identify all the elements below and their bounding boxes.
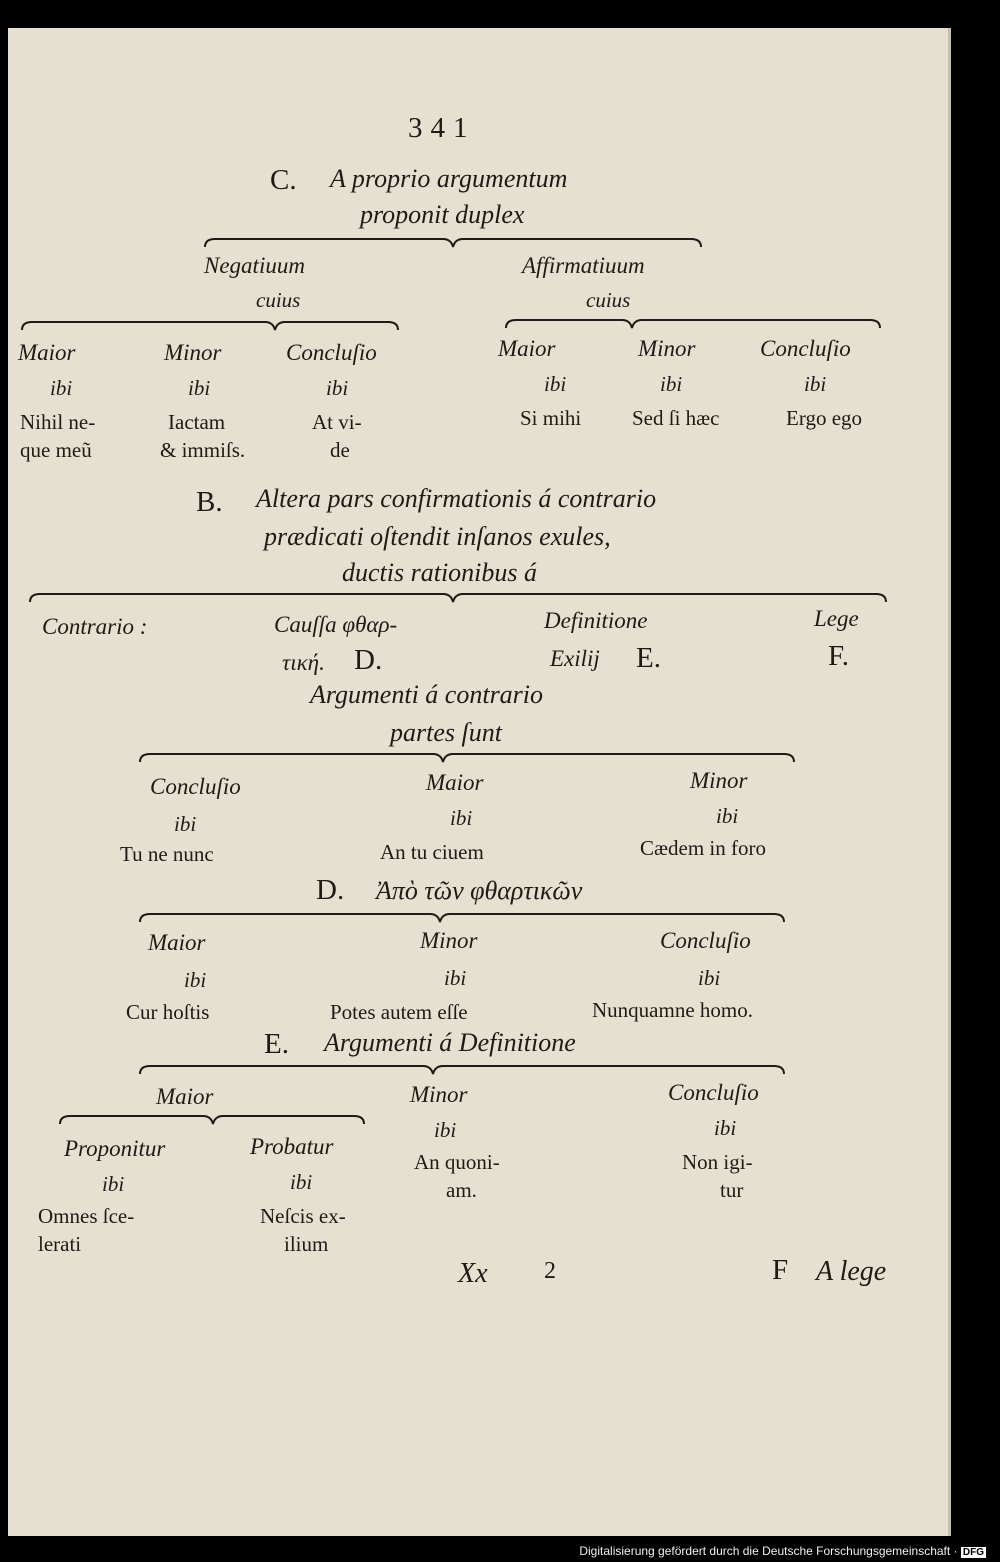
- d-maior-text: Cur hoſtis: [126, 1000, 210, 1024]
- e-conclusio-text-1: Non igi-: [682, 1150, 753, 1174]
- e-proponitur-text-2: lerati: [38, 1232, 82, 1256]
- section-c-heading-line1: A proprio argumentum: [330, 164, 568, 193]
- arg-contrario-line1: Argumenti á contrario: [310, 680, 544, 709]
- digitization-credit: Digitalisierung gefördert durch die Deut…: [579, 1544, 986, 1558]
- section-letter-b: B.: [196, 486, 223, 518]
- b-lege-letter: F.: [828, 640, 850, 672]
- negativum-title: Negatiuum: [204, 253, 305, 278]
- negativum-brace: [21, 321, 399, 331]
- negativum-conclusio-label: Concluſio: [286, 340, 377, 365]
- e-conclusio-ibi: ibi: [714, 1116, 737, 1140]
- affirmativum-cuius: cuius: [586, 288, 631, 312]
- arg-contrario-conclusio-label: Concluſio: [150, 774, 241, 799]
- section-b-brace: [29, 593, 887, 603]
- affirmativum-minor-ibi: ibi: [660, 372, 683, 396]
- arg-contrario-maior-label: Maior: [426, 770, 484, 795]
- b-lege-line1: Lege: [814, 606, 859, 631]
- negativum-maior-text-2: que meũ: [20, 438, 92, 462]
- affirmativum-title: Affirmatiuum: [522, 253, 645, 278]
- arg-contrario-minor-ibi: ibi: [716, 804, 739, 828]
- negativum-minor-ibi: ibi: [188, 376, 211, 400]
- d-conclusio-ibi: ibi: [698, 966, 721, 990]
- catchword-letter: F: [772, 1254, 789, 1286]
- d-minor-label: Minor: [420, 928, 478, 953]
- e-minor-label: Minor: [410, 1082, 468, 1107]
- negativum-maior-text-1: Nihil ne-: [20, 410, 96, 434]
- negativum-minor-text-2: & immiſs.: [160, 438, 246, 462]
- e-conclusio-label: Concluſio: [668, 1080, 759, 1105]
- arg-contrario-brace: [139, 753, 795, 763]
- arg-contrario-minor-label: Minor: [690, 768, 748, 793]
- section-d-heading: Ἀπὸ τῶν φθαρτικῶν: [376, 876, 583, 905]
- section-e-brace: [139, 1065, 785, 1075]
- signature-number: 2: [544, 1258, 556, 1284]
- d-minor-text: Potes autem eſſe: [330, 1000, 468, 1024]
- catchword: A lege: [816, 1256, 887, 1287]
- e-proponitur-text-1: Omnes ſce-: [38, 1204, 135, 1228]
- b-caussa-line2: τική.: [282, 650, 325, 675]
- e-proponitur-label: Proponitur: [64, 1136, 166, 1161]
- affirmativum-minor-label: Minor: [638, 336, 696, 361]
- section-d-brace: [139, 913, 785, 923]
- b-definitione-line1: Definitione: [544, 608, 648, 633]
- d-conclusio-label: Concluſio: [660, 928, 751, 953]
- affirmativum-brace: [505, 319, 881, 329]
- b-definitione-line2: Exilij: [550, 646, 600, 671]
- e-probatur-label: Probatur: [250, 1134, 334, 1159]
- e-proponitur-ibi: ibi: [102, 1172, 125, 1196]
- arg-contrario-conclusio-ibi: ibi: [174, 812, 197, 836]
- signature-mark: Xx: [458, 1258, 488, 1289]
- e-maior-label: Maior: [156, 1084, 214, 1109]
- d-minor-ibi: ibi: [444, 966, 467, 990]
- dfg-logo: DFG: [960, 1547, 986, 1558]
- negativum-maior-label: Maior: [18, 340, 76, 365]
- affirmativum-maior-ibi: ibi: [544, 372, 567, 396]
- e-probatur-text-1: Neſcis ex-: [260, 1204, 346, 1228]
- negativum-minor-text-1: Iactam: [168, 410, 226, 434]
- affirmativum-conclusio-label: Concluſio: [760, 336, 851, 361]
- e-maior-brace: [59, 1115, 365, 1125]
- negativum-conclusio-text-2: de: [330, 438, 350, 462]
- arg-contrario-line2: partes ſunt: [390, 718, 502, 747]
- negativum-minor-label: Minor: [164, 340, 222, 365]
- section-b-line1: Altera pars confirmationis á contrario: [256, 484, 657, 513]
- e-minor-ibi: ibi: [434, 1118, 457, 1142]
- arg-contrario-maior-ibi: ibi: [450, 806, 473, 830]
- section-b-line2: prædicati oſtendit inſanos exules,: [264, 522, 611, 551]
- arg-contrario-conclusio-text: Tu ne nunc: [120, 842, 214, 866]
- b-caussa-letter: D.: [354, 644, 383, 676]
- d-maior-ibi: ibi: [184, 968, 207, 992]
- e-probatur-ibi: ibi: [290, 1170, 313, 1194]
- negativum-conclusio-ibi: ibi: [326, 376, 349, 400]
- negativum-conclusio-text-1: At vi-: [312, 410, 362, 434]
- b-definitione-letter: E.: [636, 642, 661, 674]
- affirmativum-conclusio-ibi: ibi: [804, 372, 827, 396]
- e-minor-text-1: An quoni-: [414, 1150, 500, 1174]
- section-c-brace: [204, 238, 702, 248]
- section-b-line3: ductis rationibus á: [342, 558, 538, 587]
- section-letter-d: D.: [316, 874, 345, 906]
- affirmativum-conclusio-text: Ergo ego: [786, 406, 863, 430]
- e-conclusio-text-2: tur: [720, 1178, 744, 1202]
- section-letter-e: E.: [264, 1028, 289, 1060]
- negativum-maior-ibi: ibi: [50, 376, 73, 400]
- page-number: 341: [408, 112, 476, 144]
- arg-contrario-maior-text: An tu ciuem: [380, 840, 484, 864]
- section-letter-c: C.: [270, 164, 297, 196]
- affirmativum-maior-text: Si mihi: [520, 406, 582, 430]
- b-contrario: Contrario :: [42, 614, 148, 639]
- section-c-heading-line2: proponit duplex: [360, 200, 525, 229]
- b-caussa-line1: Cauſſa φθαρ-: [274, 612, 398, 637]
- affirmativum-maior-label: Maior: [498, 336, 556, 361]
- e-probatur-text-2: ilium: [284, 1232, 329, 1256]
- negativum-cuius: cuius: [256, 288, 301, 312]
- arg-contrario-minor-text: Cædem in foro: [640, 836, 766, 860]
- book-page: 341 C. A proprio argumentum proponit dup…: [8, 28, 951, 1536]
- d-conclusio-text: Nunquamne homo.: [592, 998, 753, 1022]
- affirmativum-minor-text: Sed ſi hæc: [632, 406, 720, 430]
- e-minor-text-2: am.: [446, 1178, 477, 1202]
- section-e-heading: Argumenti á Definitione: [324, 1028, 576, 1057]
- d-maior-label: Maior: [148, 930, 206, 955]
- digitization-credit-text: Digitalisierung gefördert durch die Deut…: [579, 1544, 958, 1558]
